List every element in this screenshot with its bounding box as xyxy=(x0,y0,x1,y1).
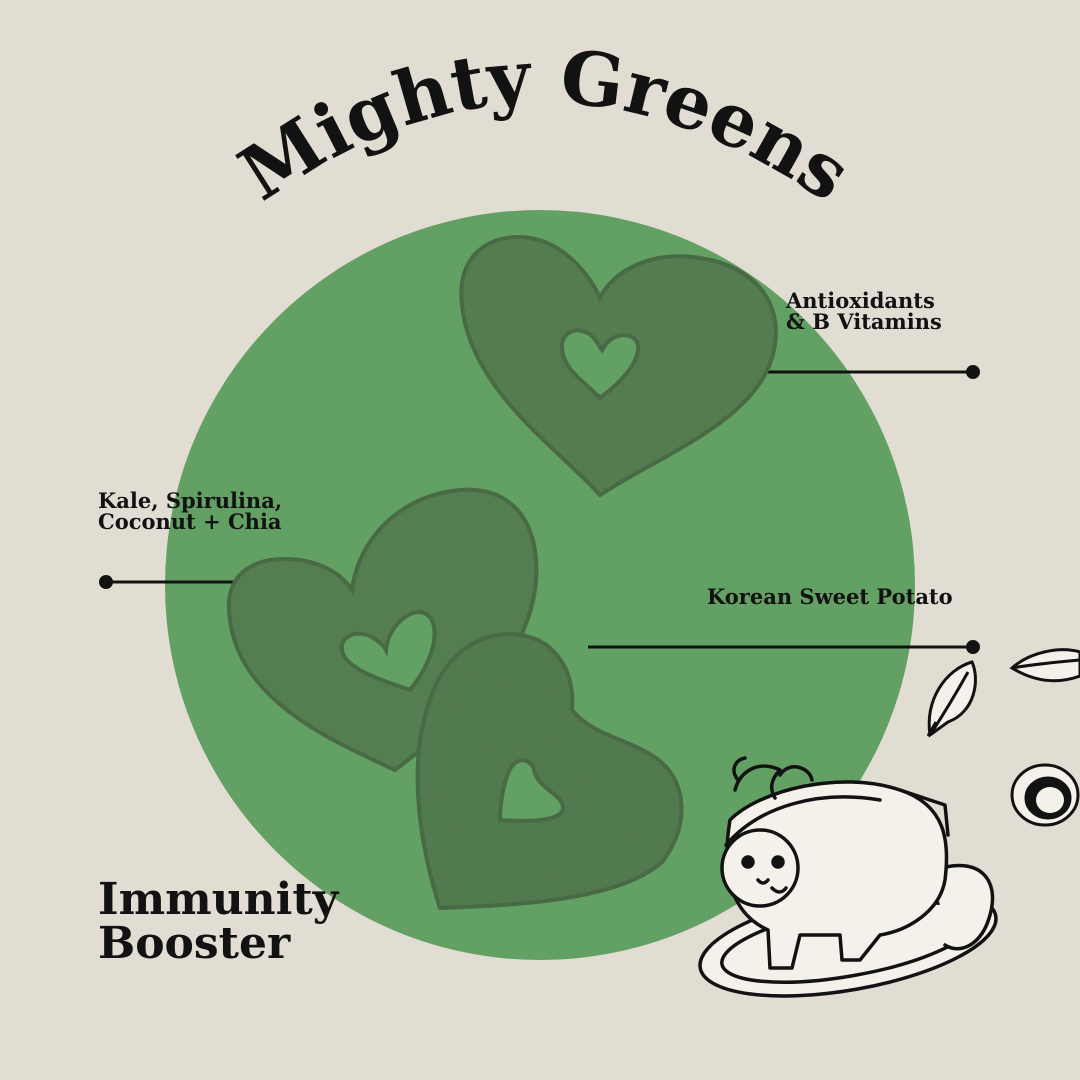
heart-treat-top xyxy=(459,235,778,498)
callout-sweet-potato-text: Korean Sweet Potato xyxy=(707,584,953,609)
callout-antioxidants: Antioxidants & B Vitamins xyxy=(786,290,942,332)
cat-mascot-illustration xyxy=(698,756,998,998)
callout-line-sweet-potato xyxy=(588,640,980,654)
leaf-icon xyxy=(1009,648,1080,683)
kale-leaf-icon xyxy=(926,660,977,738)
callout-ingredients-line2: Coconut + Chia xyxy=(98,509,282,534)
callout-antioxidants-line1: Antioxidants xyxy=(786,288,935,313)
callout-antioxidants-line2: & B Vitamins xyxy=(786,309,942,334)
heart-treat-bottom xyxy=(415,632,684,911)
callout-ingredients-line1: Kale, Spirulina, xyxy=(98,488,283,513)
tagline-line1: Immunity xyxy=(98,874,339,925)
tagline-line2: Booster xyxy=(98,918,291,969)
callout-ingredients: Kale, Spirulina, Coconut + Chia xyxy=(98,490,282,532)
tagline: Immunity Booster xyxy=(98,878,338,966)
title-arc: Mighty Greens xyxy=(225,34,865,218)
coconut-icon xyxy=(1010,763,1080,827)
callout-sweet-potato: Korean Sweet Potato xyxy=(707,586,953,607)
callout-line-ingredients xyxy=(99,575,240,589)
